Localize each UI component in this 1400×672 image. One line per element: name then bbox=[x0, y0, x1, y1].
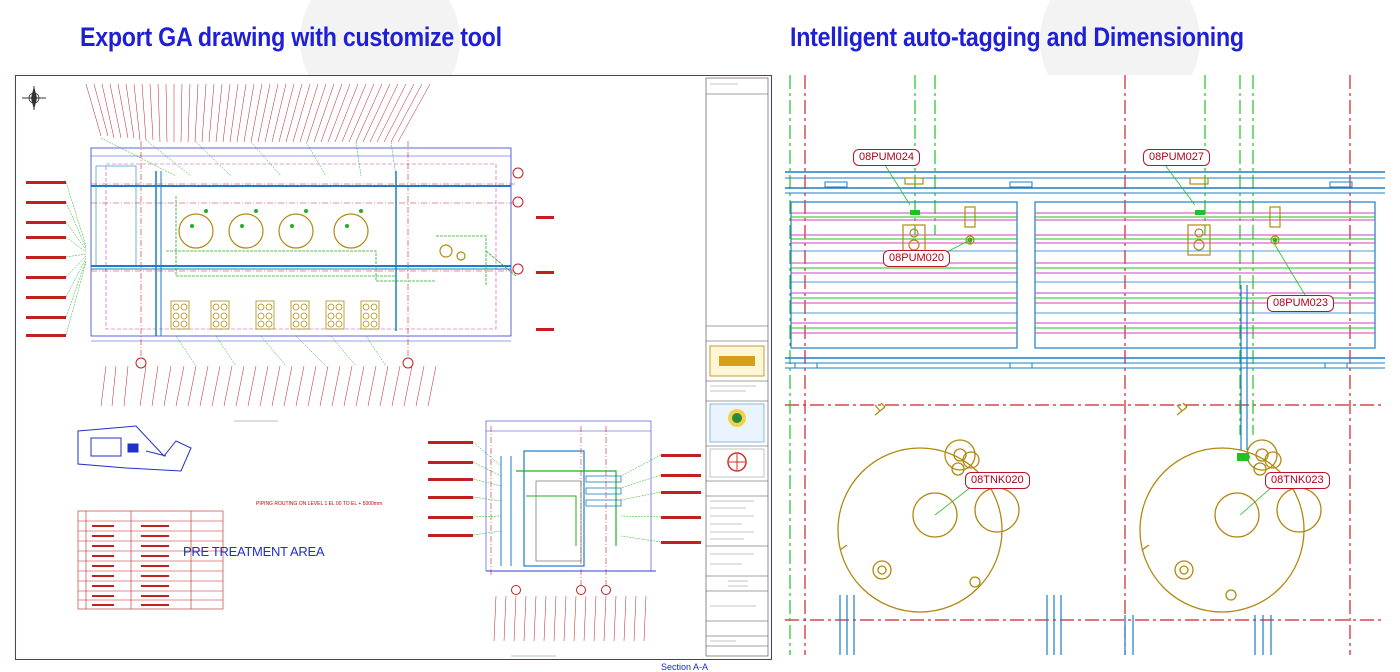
callout-leaders-bottom bbox=[100, 365, 437, 407]
centerlines-red bbox=[785, 75, 1385, 655]
pipe-lines-blue-inner bbox=[791, 250, 1375, 314]
tag-08tnk020[interactable]: 08TNK020 bbox=[965, 472, 1030, 489]
section-callout-leaders bbox=[472, 441, 662, 543]
pipe-lines-magenta bbox=[791, 212, 1375, 334]
grid-bubbles bbox=[135, 167, 524, 369]
filter-groups bbox=[170, 300, 380, 330]
piping-routing-note: PIPING ROUTING ON LEVEL 1 EL 00 TO EL + … bbox=[256, 501, 383, 507]
section-index-table-text bbox=[92, 525, 169, 606]
callout-leaders-top-green bbox=[100, 137, 397, 177]
section-a-a-label: Section A-A bbox=[661, 662, 709, 672]
callout-leaders-bottom-green bbox=[175, 335, 387, 367]
north-arrow-icon bbox=[22, 86, 46, 110]
pipe-lines-green bbox=[791, 216, 1375, 329]
tanks bbox=[837, 402, 1322, 613]
key-plan bbox=[77, 425, 192, 472]
riser-pipe bbox=[1240, 285, 1248, 450]
pumps bbox=[902, 177, 1281, 256]
callout-leaders-top bbox=[85, 83, 431, 143]
tanks-plan bbox=[178, 213, 466, 261]
tag-08pum023[interactable]: 08PUM023 bbox=[1267, 295, 1335, 312]
right-panel-title: Intelligent auto-tagging and Dimensionin… bbox=[790, 22, 1244, 52]
title-block-text-lines bbox=[710, 83, 756, 642]
left-panel-title: Export GA drawing with customize tool bbox=[80, 22, 502, 52]
tag-08tnk023[interactable]: 08TNK023 bbox=[1265, 472, 1330, 489]
section-callouts bbox=[493, 595, 647, 642]
pipe-supports bbox=[794, 181, 1353, 369]
support-legs bbox=[839, 595, 1272, 655]
title-block bbox=[705, 77, 769, 657]
tank-nozzle-green bbox=[1237, 453, 1250, 461]
tank-nozzles bbox=[190, 209, 363, 228]
plan-grid bbox=[90, 141, 516, 366]
tag-08pum027[interactable]: 08PUM027 bbox=[1143, 149, 1211, 166]
auto-tagging-canvas bbox=[785, 75, 1385, 655]
pipe-rack bbox=[785, 171, 1385, 369]
pre-treatment-area-label: PRE TREATMENT AREA bbox=[183, 544, 325, 559]
section-a-a-drawing bbox=[485, 420, 656, 591]
section-bubbles bbox=[511, 585, 611, 595]
section-index-table bbox=[77, 510, 224, 610]
callout-leaders-left bbox=[65, 181, 87, 336]
tag-08pum020[interactable]: 08PUM020 bbox=[883, 250, 951, 267]
company-logos bbox=[709, 345, 765, 478]
callout-labels-left bbox=[26, 181, 66, 337]
ga-drawing-panel: PIPING ROUTING ON LEVEL 1 EL 00 TO EL + … bbox=[15, 75, 772, 672]
pipework bbox=[166, 196, 517, 286]
tag-08pum024[interactable]: 08PUM024 bbox=[853, 149, 921, 166]
callout-labels-right bbox=[536, 216, 554, 331]
auto-tagging-panel: 08PUM024 08PUM027 08PUM020 08PUM023 08TN… bbox=[785, 75, 1385, 655]
ga-drawing-canvas bbox=[22, 77, 769, 657]
section-callout-labels bbox=[428, 441, 701, 544]
